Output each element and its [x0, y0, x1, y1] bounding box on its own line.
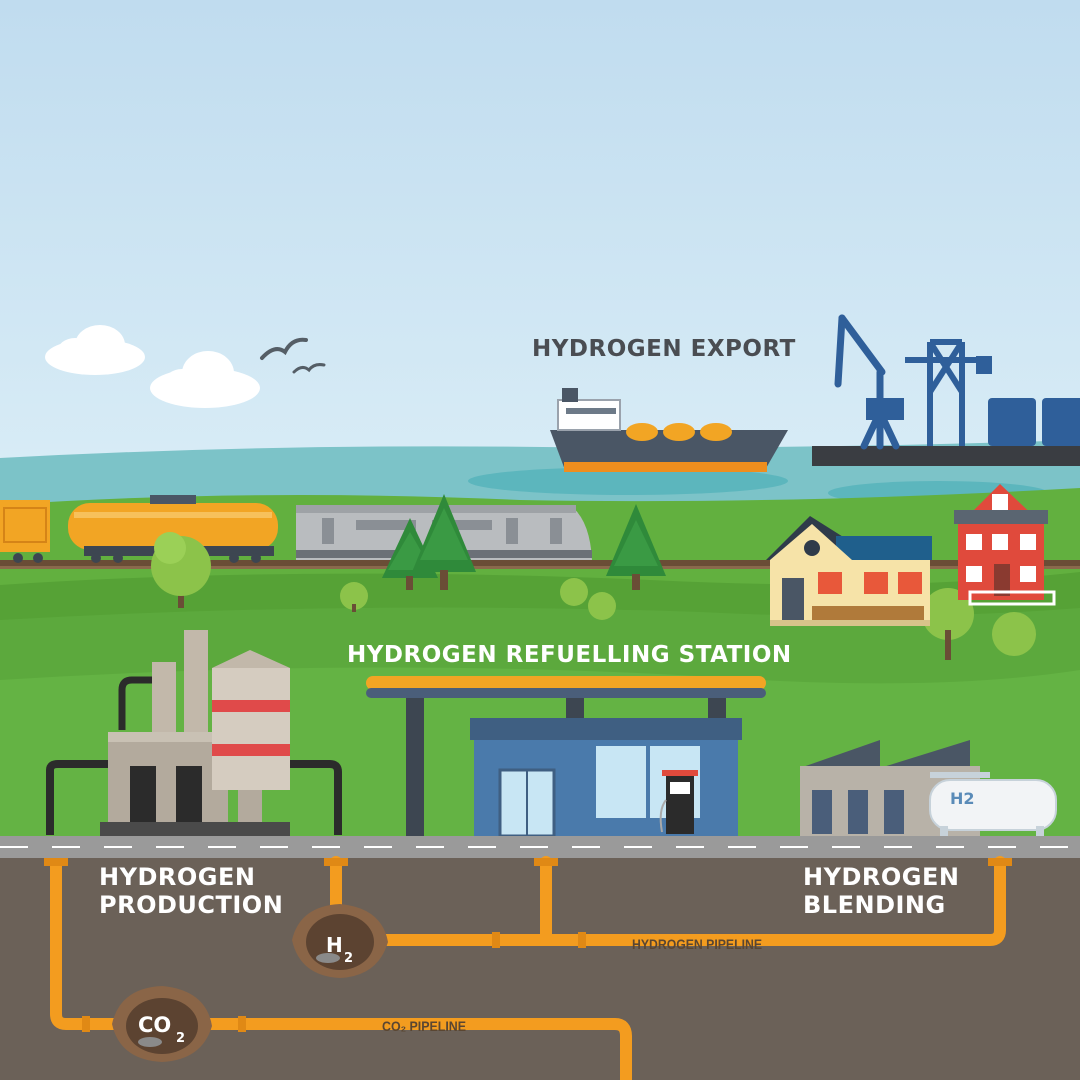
- port-crane-left: [834, 314, 904, 450]
- port-crane-right: [905, 339, 992, 446]
- blending-label-line: HYDROGEN: [803, 863, 960, 891]
- cargo-ship: [550, 388, 788, 472]
- co2-pipeline-label: CO₂ PIPELINE: [382, 1018, 466, 1034]
- hydrogen-pipeline-label: HYDROGEN PIPELINE: [632, 936, 762, 952]
- cloud-left: [45, 325, 145, 375]
- tank-label: H2: [950, 789, 975, 808]
- railway-track: [0, 560, 1080, 566]
- hydrogen-blending-label: HYDROGEN BLENDING: [803, 863, 960, 919]
- production-label-line: HYDROGEN: [99, 863, 256, 891]
- hydrogen-production-label: HYDROGEN PRODUCTION: [99, 863, 284, 919]
- tree-icon: [151, 532, 211, 608]
- yellow-house: [766, 516, 932, 626]
- pipe-joint: [44, 858, 1012, 1032]
- hydrogen-pipeline: [330, 856, 1006, 946]
- refuelling-station-label: HYDROGEN REFUELLING STATION: [347, 642, 792, 668]
- fuel-pump-icon: [659, 770, 698, 834]
- sea-highlight: [468, 467, 788, 495]
- co2-symbol: CO: [138, 1013, 171, 1037]
- red-house: [954, 484, 1056, 606]
- production-label-line: PRODUCTION: [99, 890, 284, 919]
- port-dock: [812, 446, 1080, 466]
- freight-wagon: [0, 500, 50, 552]
- bird-icon: [292, 363, 326, 374]
- h2-subscript: 2: [344, 951, 353, 966]
- production-plant: [46, 630, 342, 836]
- h2-symbol: H: [326, 933, 343, 957]
- blending-label-line: BLENDING: [803, 890, 946, 919]
- hydrogen-tank: [929, 772, 1057, 838]
- wheel-icon: [13, 553, 261, 563]
- storage-tanks: [988, 398, 1080, 446]
- bird-icon: [260, 337, 308, 360]
- pine-tree-icon: [606, 504, 666, 590]
- co2-subscript: 2: [176, 1031, 185, 1046]
- co2-reservoir: [112, 986, 212, 1062]
- h2-reservoir: [292, 904, 388, 978]
- co2-pipeline: [50, 862, 632, 1080]
- cloud-right: [150, 351, 260, 408]
- hydrogen-export-label: HYDROGEN EXPORT: [532, 336, 796, 362]
- bush-icon: [340, 578, 1036, 656]
- pine-tree-icon: [412, 494, 476, 590]
